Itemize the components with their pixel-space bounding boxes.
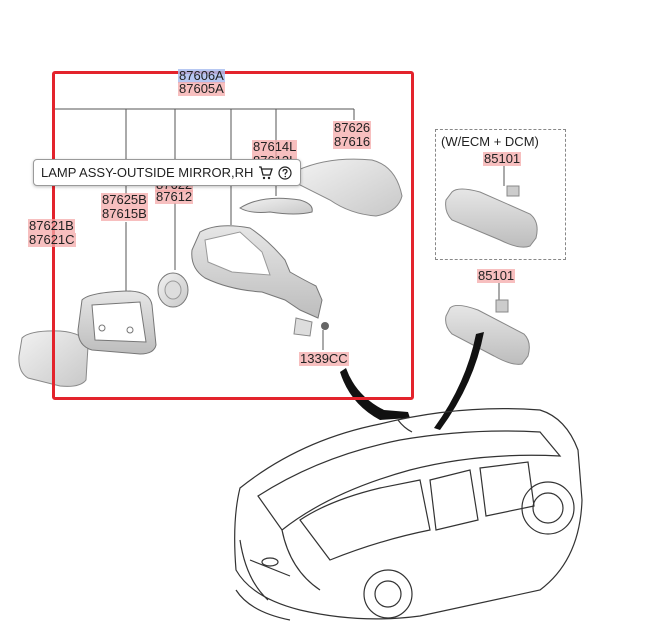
- variant-box: [435, 129, 566, 260]
- part-label-87615b[interactable]: 87615B: [101, 206, 148, 221]
- part-tooltip: LAMP ASSY-OUTSIDE MIRROR,RH: [33, 159, 302, 186]
- part-label-87612[interactable]: 87612: [155, 189, 194, 204]
- part-label-87606a[interactable]: 87606A: [178, 68, 225, 83]
- interior-mirror-part: [445, 299, 530, 365]
- mirror-housing-part: [191, 225, 329, 337]
- vehicle-drawing: [234, 408, 583, 621]
- part-label-85101-ecm[interactable]: 85101: [483, 151, 522, 166]
- part-label-87621c[interactable]: 87621C: [28, 232, 76, 247]
- part-label-87626[interactable]: 87626: [333, 120, 372, 135]
- interior-mirror-ecm-part: [445, 185, 538, 248]
- mirror-cover-part: [297, 158, 403, 217]
- side-lamp-part: [239, 197, 313, 215]
- part-label-87621b[interactable]: 87621B: [28, 218, 75, 233]
- help-circle-icon[interactable]: [278, 165, 292, 180]
- cart-icon[interactable]: [258, 165, 274, 180]
- part-label-87625b[interactable]: 87625B: [101, 192, 148, 207]
- part-label-87614l[interactable]: 87614L: [252, 139, 298, 154]
- variant-label: (W/ECM + DCM): [441, 134, 539, 149]
- part-label-1339cc[interactable]: 1339CC: [299, 351, 349, 366]
- part-label-87616[interactable]: 87616: [333, 134, 372, 149]
- part-label-87605a[interactable]: 87605A: [178, 81, 225, 96]
- pointer-arrows: [340, 332, 484, 430]
- mirror-holder-part: [77, 290, 157, 355]
- tooltip-text: LAMP ASSY-OUTSIDE MIRROR,RH: [41, 165, 254, 180]
- part-label-85101[interactable]: 85101: [477, 268, 516, 283]
- actuator-part: [157, 272, 189, 308]
